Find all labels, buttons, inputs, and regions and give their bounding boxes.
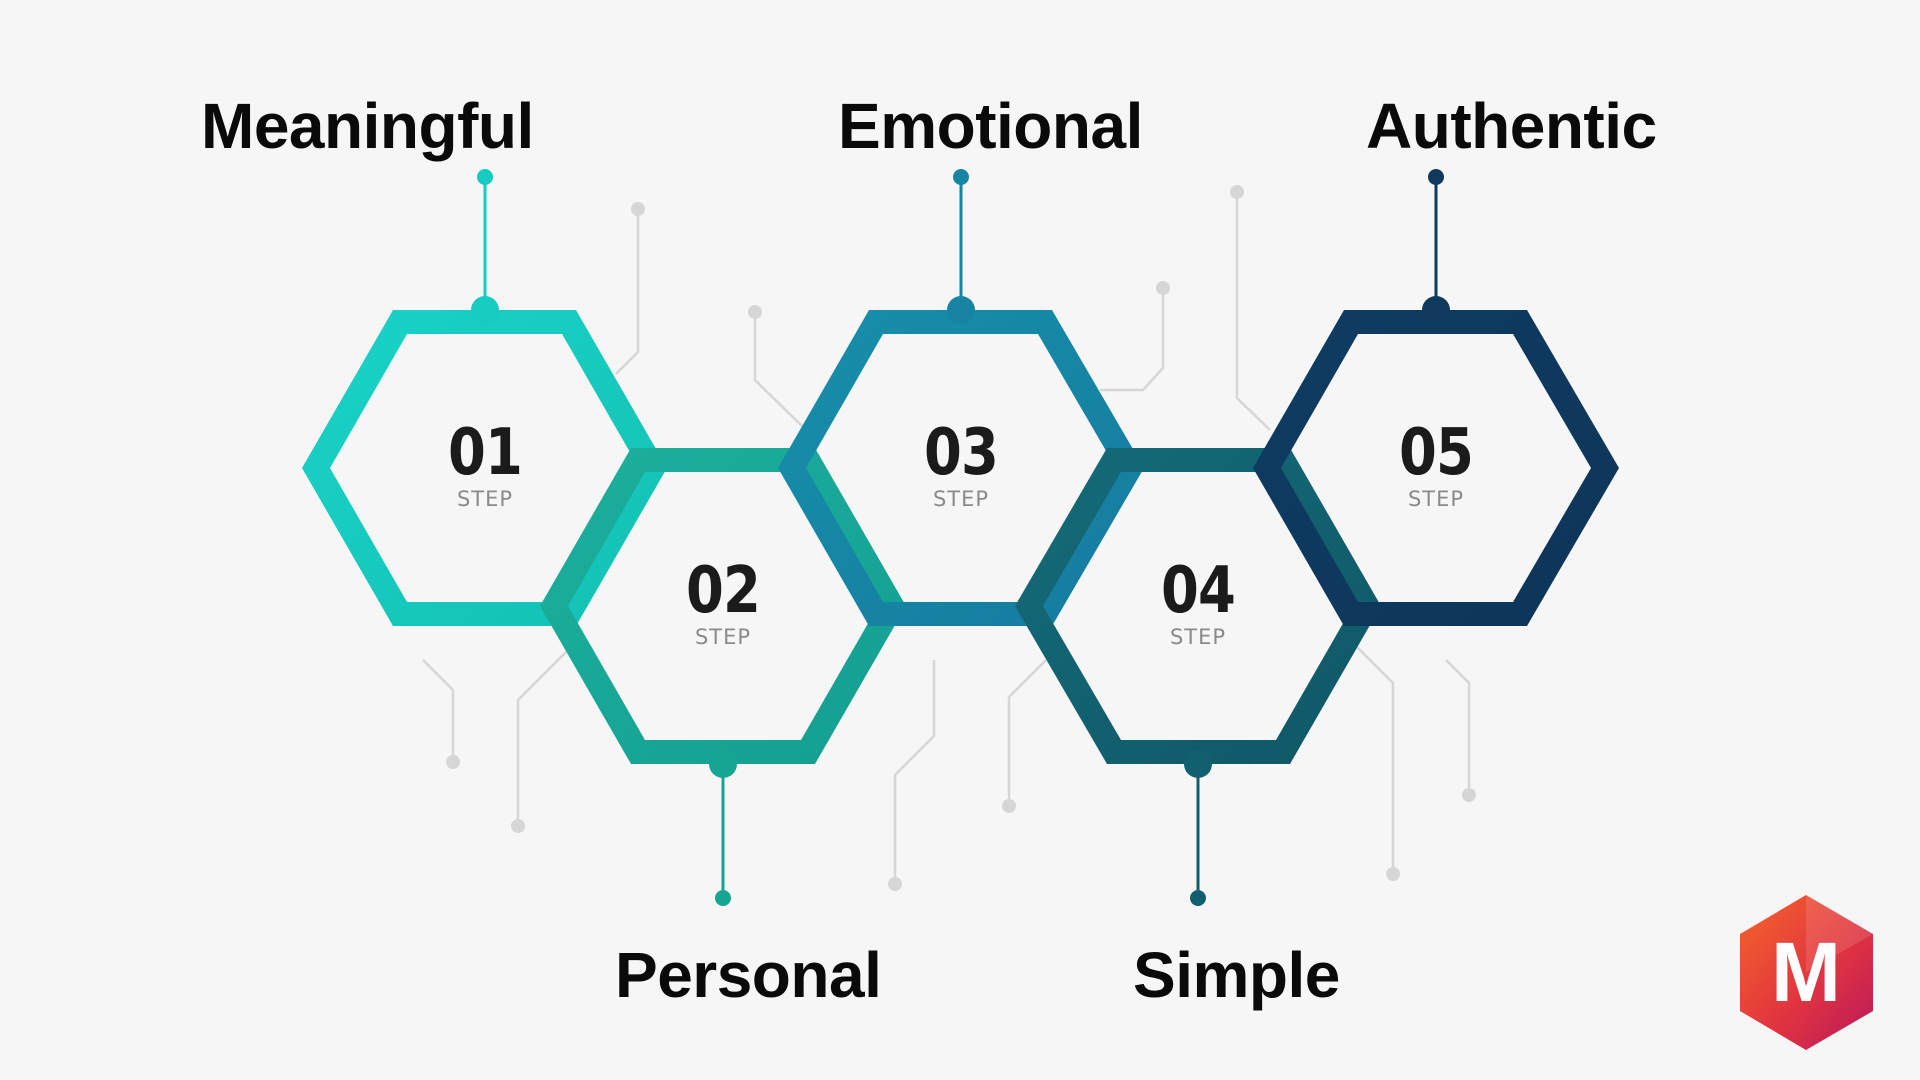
- circuit-dot: [1230, 185, 1244, 199]
- circuit-line: [1445, 659, 1471, 795]
- circuit-lines: [422, 192, 1471, 884]
- connector-3-dot: [953, 169, 969, 185]
- label-emotional: Emotional: [838, 90, 1143, 162]
- knob-4: [1184, 750, 1212, 778]
- connector-knobs: [471, 296, 1450, 778]
- circuit-dot: [1462, 788, 1476, 802]
- connector-5-dot: [1428, 169, 1444, 185]
- circuit-dot: [631, 202, 645, 216]
- connectors: [477, 169, 1444, 906]
- label-simple: Simple: [1133, 939, 1340, 1011]
- step-1: 01 STEP: [385, 421, 585, 510]
- step-2-word: STEP: [694, 625, 752, 649]
- circuit-line: [893, 660, 936, 884]
- circuit-dot: [748, 305, 762, 319]
- knob-3: [947, 296, 975, 324]
- logo-letter: M: [1771, 925, 1841, 1019]
- step-2-number: 02: [685, 554, 761, 628]
- hexagons: [302, 310, 1619, 764]
- circuit-dot: [888, 877, 902, 891]
- hexagon-logo-icon: M: [1740, 895, 1873, 1050]
- circuit-dot: [1156, 281, 1170, 295]
- knob-5: [1422, 296, 1450, 324]
- step-5-number: 05: [1398, 416, 1474, 490]
- step-1-word: STEP: [456, 487, 514, 511]
- circuit-line: [1235, 192, 1271, 431]
- step-3-word: STEP: [932, 487, 990, 511]
- circuit-line: [516, 649, 569, 826]
- knob-2: [709, 750, 737, 778]
- circuit-dot: [1386, 867, 1400, 881]
- circuit-line: [615, 209, 640, 375]
- connector-1-dot: [477, 169, 493, 185]
- circuit-line: [1007, 659, 1047, 806]
- step-5: 05 STEP: [1336, 421, 1536, 510]
- step-4-word: STEP: [1169, 625, 1227, 649]
- step-1-number: 01: [447, 416, 523, 490]
- circuit-dots: [446, 185, 1476, 891]
- circuit-dot: [446, 755, 460, 769]
- circuit-dot: [511, 819, 525, 833]
- circuit-line: [1100, 288, 1165, 392]
- label-authentic: Authentic: [1366, 90, 1657, 162]
- knob-1: [471, 296, 499, 324]
- circuit-line: [422, 659, 455, 762]
- step-4-number: 04: [1160, 554, 1236, 628]
- connector-4-dot: [1190, 890, 1206, 906]
- step-3: 03 STEP: [861, 421, 1061, 510]
- connector-2-dot: [715, 890, 731, 906]
- step-2: 02 STEP: [623, 559, 823, 648]
- step-5-word: STEP: [1407, 487, 1465, 511]
- circuit-line: [753, 312, 805, 429]
- label-personal: Personal: [615, 939, 882, 1011]
- circuit-dot: [1002, 799, 1016, 813]
- label-meaningful: Meaningful: [201, 90, 534, 162]
- step-4: 04 STEP: [1098, 559, 1298, 648]
- circuit-line: [1354, 644, 1395, 874]
- step-3-number: 03: [923, 416, 999, 490]
